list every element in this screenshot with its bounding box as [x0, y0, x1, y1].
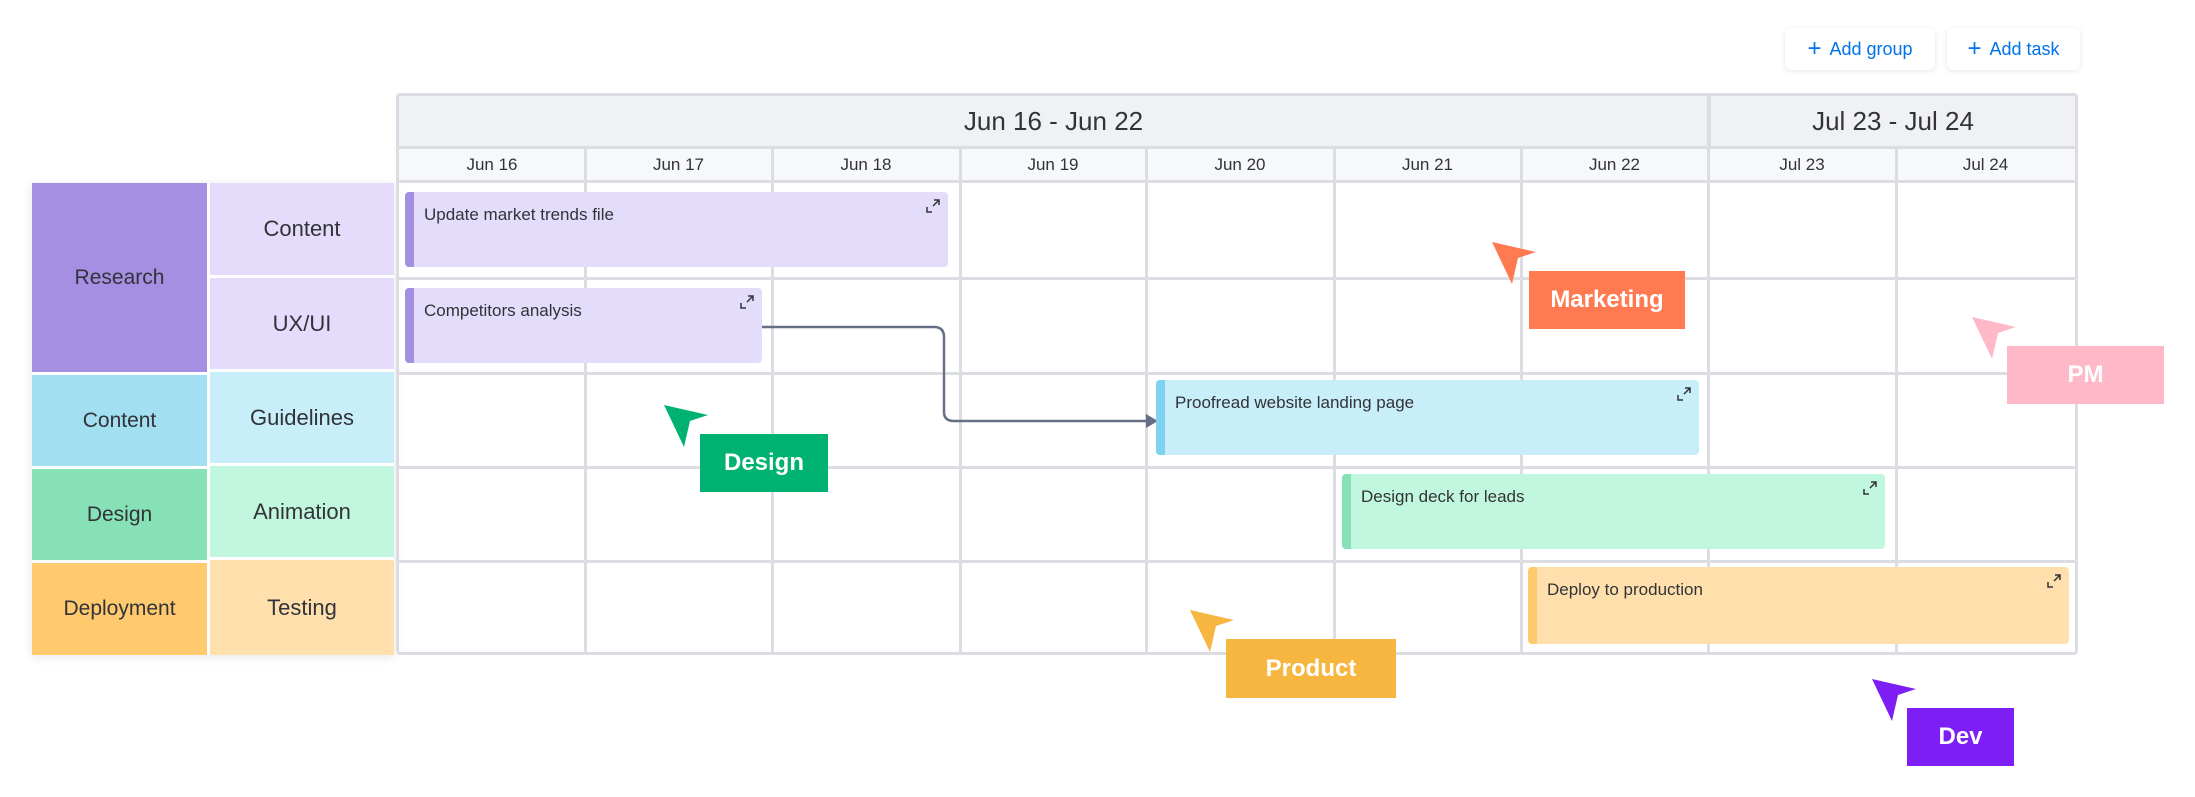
cursor-arrow-icon: [1190, 610, 1234, 652]
task-bar[interactable]: Deploy to production: [1528, 567, 2069, 644]
task-stripe: [405, 192, 414, 267]
cursor-arrow-icon: [1872, 679, 1916, 721]
collaborator-name: Product: [1265, 654, 1357, 682]
day-label: Jun 19: [1027, 154, 1079, 174]
subgroup-content[interactable]: Content: [210, 183, 394, 278]
grid-line: [584, 146, 587, 652]
group-label: Content: [82, 408, 157, 432]
day-header: Jun 22: [1521, 146, 1708, 183]
cursor-arrow-icon: [1972, 317, 2016, 359]
group-content[interactable]: Content: [32, 372, 210, 466]
task-label: Update market trends file: [424, 205, 614, 224]
day-header: Jun 17: [585, 146, 772, 183]
group-design[interactable]: Design: [32, 466, 210, 560]
week-label: Jul 23 - Jul 24: [1812, 105, 1974, 136]
subgroup-label: Guidelines: [250, 404, 354, 430]
grid-line: [399, 466, 2075, 469]
collaborator-name: PM: [2067, 361, 2104, 388]
subgroup-testing[interactable]: Testing: [210, 560, 394, 655]
group-deployment[interactable]: Deployment: [32, 560, 210, 655]
collaborator-label-marketing: Marketing: [1529, 271, 1685, 329]
collaborator-name: Dev: [1938, 723, 1983, 750]
subgroup-animation[interactable]: Animation: [210, 466, 394, 560]
day-label: Jul 24: [1962, 154, 2009, 174]
subgroup-guidelines[interactable]: Guidelines: [210, 372, 394, 466]
task-stripe: [1342, 474, 1351, 549]
grid-line: [1145, 146, 1148, 652]
expand-icon[interactable]: [925, 198, 941, 214]
day-header: Jun 19: [960, 146, 1146, 183]
grid-line: [771, 146, 774, 652]
day-header: Jun 20: [1146, 146, 1334, 183]
day-label: Jun 17: [652, 154, 705, 174]
task-label: Proofread website landing page: [1175, 393, 1415, 412]
task-label: Deploy to production: [1547, 580, 1703, 599]
collaborator-label-pm: PM: [2007, 346, 2164, 404]
week-label: Jun 16 - Jun 22: [963, 105, 1144, 136]
week-header-jun: Jun 16 - Jun 22: [399, 96, 1708, 146]
expand-icon[interactable]: [1676, 386, 1692, 402]
collaborator-label-dev: Dev: [1907, 708, 2014, 766]
task-bar[interactable]: Competitors analysis: [405, 288, 762, 363]
add-group-button[interactable]: + Add group: [1785, 28, 1935, 70]
cursor-arrow-icon: [664, 405, 708, 447]
task-label: Design deck for leads: [1361, 487, 1525, 506]
day-label: Jun 16: [466, 154, 518, 174]
add-group-label: Add group: [1829, 38, 1913, 59]
day-header: Jun 21: [1334, 146, 1521, 183]
expand-icon[interactable]: [2046, 573, 2062, 589]
day-header: Jun 16: [399, 146, 585, 183]
task-label: Competitors analysis: [424, 301, 582, 320]
task-stripe: [405, 288, 414, 363]
day-label: Jun 22: [1588, 154, 1641, 174]
gantt-chart: Jun 16 - Jun 22 Jul 23 - Jul 24 Jun 16 J…: [396, 93, 2078, 655]
group-label: Research: [74, 265, 165, 289]
day-header: Jun 18: [772, 146, 960, 183]
collaborator-name: Design: [723, 449, 804, 476]
collaborator-label-design: Design: [700, 434, 828, 492]
task-bar[interactable]: Design deck for leads: [1342, 474, 1885, 549]
plus-icon: +: [1807, 35, 1822, 62]
collaborator-name: Marketing: [1550, 286, 1664, 313]
subgroup-ux-ui[interactable]: UX/UI: [210, 278, 394, 372]
day-label: Jun 20: [1214, 154, 1266, 174]
expand-icon[interactable]: [739, 294, 755, 310]
subgroup-label: UX/UI: [272, 310, 332, 336]
expand-icon[interactable]: [1862, 480, 1878, 496]
task-bar[interactable]: Update market trends file: [405, 192, 948, 267]
grid-line: [399, 372, 2075, 375]
grid-line: [1895, 146, 1898, 652]
day-label: Jun 21: [1401, 154, 1454, 174]
group-research[interactable]: Research: [32, 183, 210, 372]
subgroup-label: Content: [263, 216, 341, 241]
task-stripe: [1528, 567, 1537, 644]
add-task-button[interactable]: + Add task: [1947, 28, 2080, 70]
task-bar[interactable]: Proofread website landing page: [1156, 380, 1699, 455]
group-label: Deployment: [63, 597, 176, 620]
plus-icon: +: [1967, 35, 1982, 62]
grid-line: [399, 277, 2075, 280]
add-task-label: Add task: [1989, 38, 2060, 59]
grid-line: [399, 560, 2075, 563]
week-header-jul: Jul 23 - Jul 24: [1708, 96, 2075, 146]
day-header: Jul 24: [1896, 146, 2075, 183]
subgroup-label: Animation: [253, 498, 351, 524]
day-header: Jul 23: [1708, 146, 1896, 183]
day-label: Jul 23: [1779, 154, 1825, 174]
task-stripe: [1156, 380, 1165, 455]
cursor-arrow-icon: [1492, 242, 1536, 284]
day-label: Jun 18: [840, 154, 892, 174]
group-label: Design: [86, 502, 153, 526]
subgroup-label: Testing: [267, 594, 337, 620]
collaborator-label-product: Product: [1226, 639, 1396, 698]
group-table: Research Content UX/UI Content Guideline…: [32, 183, 394, 655]
grid-line: [959, 146, 962, 652]
